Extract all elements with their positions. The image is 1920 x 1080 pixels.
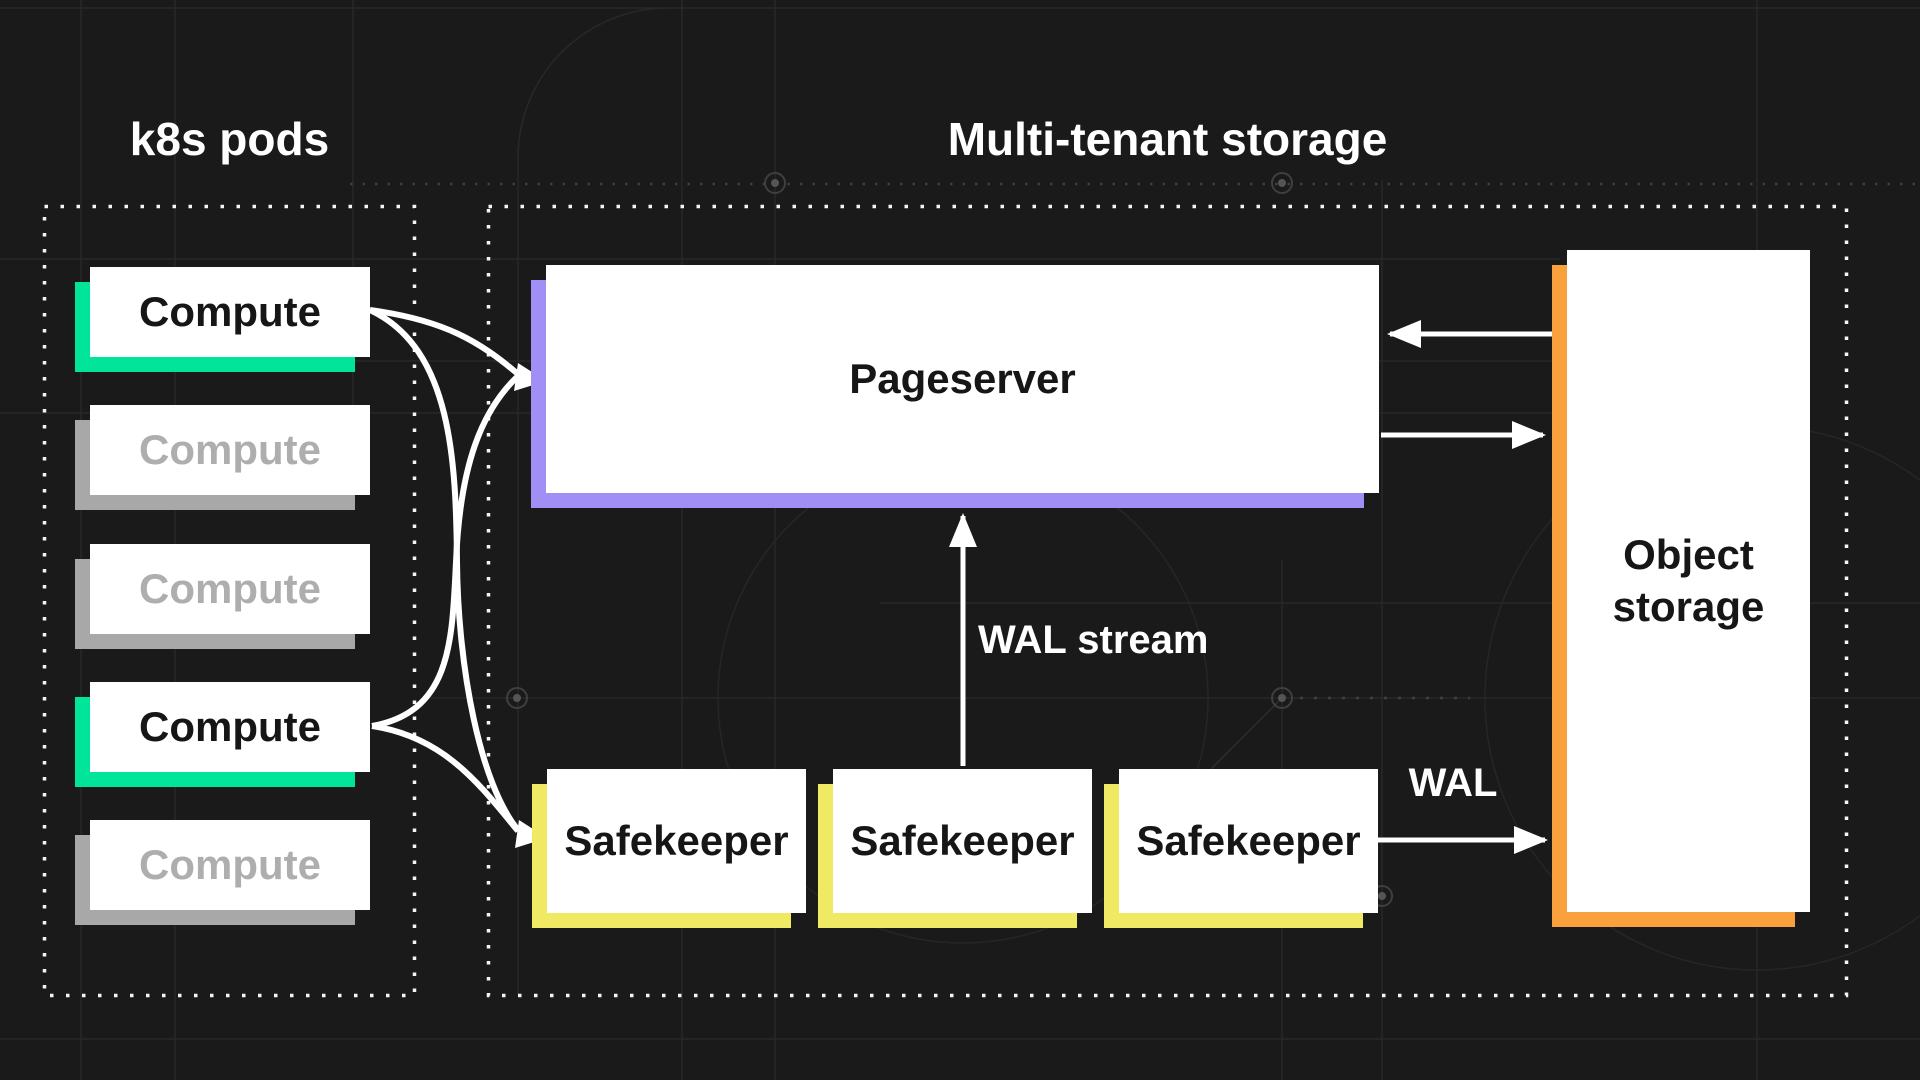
decor-dotted-lines (350, 182, 1920, 700)
compute-box-5: Compute (90, 820, 370, 910)
pageserver-label: Pageserver (849, 354, 1076, 402)
arrowhead-into-pageserver (514, 363, 546, 391)
arrowhead-into-safekeeper (515, 820, 547, 848)
object-storage-box: Object storage (1567, 250, 1810, 912)
compute-label: Compute (139, 840, 321, 888)
k8s-pods-title: k8s pods (129, 113, 330, 165)
safekeeper-box-1: Safekeeper (547, 769, 806, 913)
safekeeper-box-2: Safekeeper (833, 769, 1092, 913)
compute-box-4: Compute (90, 682, 370, 772)
compute-box-1: Compute (90, 267, 370, 357)
safekeeper-box-3: Safekeeper (1119, 769, 1378, 913)
k8s-pods-boundary (42, 204, 417, 998)
safekeeper-label: Safekeeper (850, 816, 1075, 864)
safekeeper-label: Safekeeper (564, 816, 789, 864)
corner-fillet-arc (517, 7, 669, 159)
object-storage-label: Object storage (1612, 530, 1765, 631)
arrow-compute1-to-pageserver (369, 307, 520, 377)
compute-box-2: Compute (90, 405, 370, 495)
compute-label: Compute (139, 425, 321, 473)
arrow-compute4-to-pageserver (371, 373, 521, 729)
compute-label: Compute (139, 702, 321, 750)
multi-tenant-storage-title: Multi-tenant storage (947, 113, 1388, 165)
wal-edge-label: WAL (1408, 761, 1498, 805)
compute-label: Compute (139, 564, 321, 612)
compute-label: Compute (139, 287, 321, 335)
pageserver-box: Pageserver (546, 265, 1379, 493)
compute-box-3: Compute (90, 544, 370, 634)
safekeeper-label: Safekeeper (1136, 816, 1361, 864)
arrow-compute4-to-safekeeper (371, 723, 521, 833)
wal-stream-edge-label: WAL stream (978, 618, 1209, 662)
